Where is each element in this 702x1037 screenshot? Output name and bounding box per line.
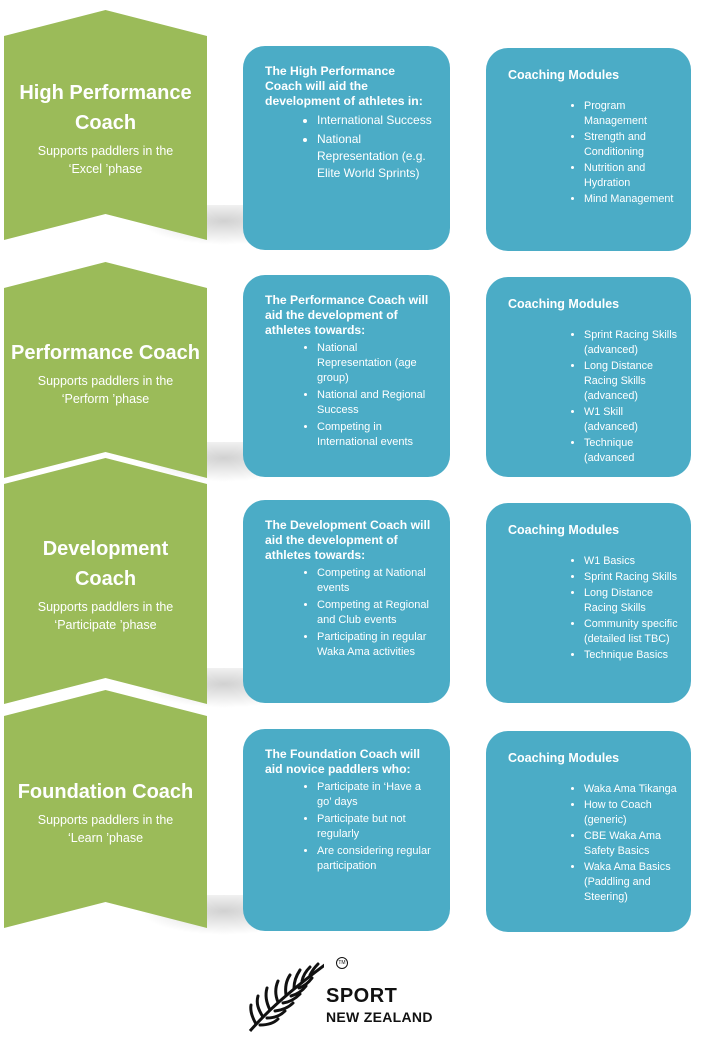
list-item: National Representation (e.g. Elite Worl… [317,131,434,182]
stage-subtitle: Supports paddlers in the ‘Learn ’phase [37,813,174,845]
list-item: National Representation (age group) [317,341,434,386]
coaching-modules-card: Coaching Modules Waka Ama Tikanga How to… [486,731,691,932]
silver-fern-icon [248,959,331,1032]
coaching-modules-card: Coaching Modules Sprint Racing Skills (a… [486,277,691,477]
list-item: Competing at National events [317,566,434,596]
list-item: Waka Ama Basics (Paddling and Steering) [584,860,679,905]
card-title: Coaching Modules [508,297,620,311]
description-list: Participate in ‘Have a go’ days Particip… [265,780,434,874]
stage-description-card: The Foundation Coach will aid novice pad… [243,729,450,931]
list-item: Mind Management [584,192,679,207]
card-title: Coaching Modules [508,751,620,765]
stage-subtitle: Supports paddlers in the ‘Perform ’phase [37,374,174,406]
list-item: Participate but not regularly [317,812,434,842]
logo-text-sport: SPORT [326,985,398,1007]
modules-list: W1 Basics Sprint Racing Skills Long Dist… [508,554,679,663]
stage-title: Foundation Coach [17,781,194,803]
stage-chevron-performance: Performance Coach Supports paddlers in t… [4,262,207,478]
list-item: W1 Skill (advanced) [584,405,679,435]
card-title: Coaching Modules [508,523,620,537]
modules-list: Waka Ama Tikanga How to Coach (generic) … [508,782,679,905]
card-title: The Foundation Coach will aid novice pad… [265,747,421,776]
card-title: Coaching Modules [508,68,620,82]
list-item: National and Regional Success [317,388,434,418]
list-item: W1 Basics [584,554,679,569]
sport-nz-logo: TM SPORT NEW ZEALAND [244,955,464,1033]
description-list: Competing at National events Competing a… [265,566,434,660]
list-item: How to Coach (generic) [584,798,679,828]
stage-description-card: The High Performance Coach will aid the … [243,46,450,250]
logo-text-new-zealand: NEW ZEALAND [326,1009,433,1025]
list-item: Sprint Racing Skills [584,570,679,585]
list-item: Program Management [584,99,679,129]
coaching-modules-card: Coaching Modules W1 Basics Sprint Racing… [486,503,691,703]
list-item: Waka Ama Tikanga [584,782,679,797]
modules-list: Program Management Strength and Conditio… [508,99,679,207]
stage-subtitle: Supports paddlers in the ‘Excel ’phase [37,144,174,176]
list-item: Long Distance Racing Skills [584,586,679,616]
list-item: Participating in regular Waka Ama activi… [317,630,434,660]
stage-chevron-high-performance: High Performance Coach Supports paddlers… [4,10,207,240]
list-item: Nutrition and Hydration [584,161,679,191]
stage-subtitle: Supports paddlers in the ‘Participate ’p… [37,600,174,632]
stage-title: Development Coach [42,538,169,590]
list-item: Are considering regular participation [317,844,434,874]
description-list: International Success National Represent… [265,112,434,182]
coaching-modules-card: Coaching Modules Program Management Stre… [486,48,691,251]
card-title: The Development Coach will aid the devel… [265,518,431,562]
modules-list: Sprint Racing Skills (advanced) Long Dis… [508,328,679,466]
list-item: Technique Basics [584,648,679,663]
card-title: The High Performance Coach will aid the … [265,64,423,108]
list-item: CBE Waka Ama Safety Basics [584,829,679,859]
stage-chevron-foundation: Foundation Coach Supports paddlers in th… [4,690,207,928]
list-item: Long Distance Racing Skills (advanced) [584,359,679,404]
stage-description-card: The Development Coach will aid the devel… [243,500,450,703]
stage-title: Performance Coach [11,342,200,364]
list-item: Technique (advanced [584,436,679,466]
list-item: Strength and Conditioning [584,130,679,160]
list-item: International Success [317,112,434,129]
list-item: Participate in ‘Have a go’ days [317,780,434,810]
description-list: National Representation (age group) Nati… [265,341,434,450]
list-item: Sprint Racing Skills (advanced) [584,328,679,358]
list-item: Competing in International events [317,420,434,450]
stage-description-card: The Performance Coach will aid the devel… [243,275,450,477]
list-item: Community specific (detailed list TBC) [584,617,679,647]
stage-chevron-development: Development Coach Supports paddlers in t… [4,458,207,704]
stage-title: High Performance Coach [19,82,192,134]
list-item: Competing at Regional and Club events [317,598,434,628]
card-title: The Performance Coach will aid the devel… [265,293,429,337]
trademark-mark: TM [336,957,348,969]
